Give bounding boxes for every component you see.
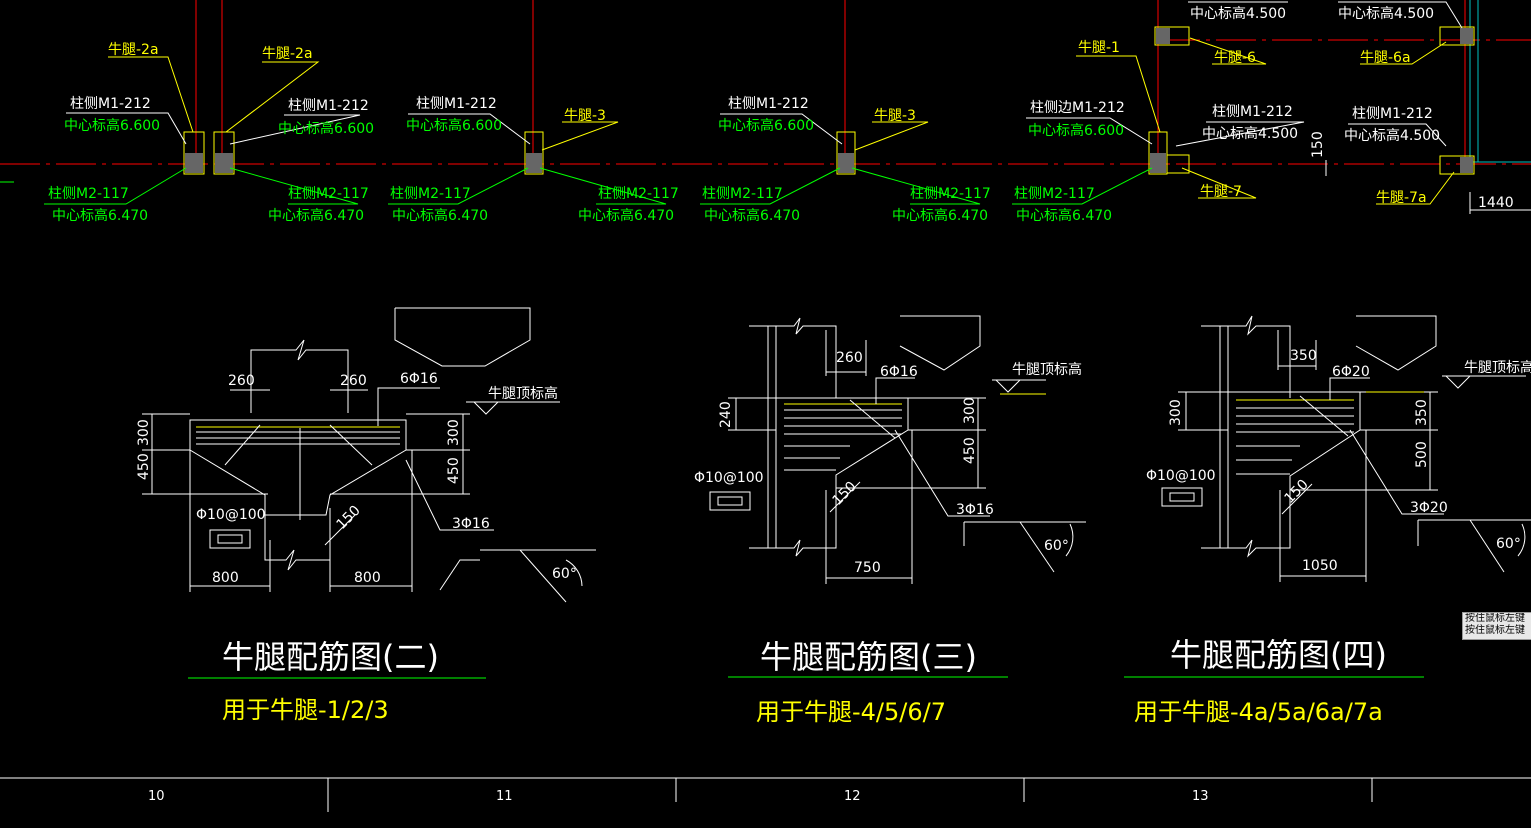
m2-note-7-line2: 中心标高6.470	[1016, 207, 1112, 224]
ruler-label-10: 10	[148, 789, 165, 804]
d4-angle: 60°	[1496, 536, 1521, 552]
m1-note-3-line2: 中心标高6.600	[406, 117, 502, 134]
m1-note-2-line2: 中心标高6.600	[278, 120, 374, 137]
d4-dim-150: 150	[1282, 477, 1312, 507]
plan-label-corbel-6: 牛腿-6	[1214, 50, 1256, 66]
d3-stirrup: Φ10@100	[694, 470, 764, 486]
d3-subtitle: 用于牛腿-4/5/6/7	[756, 698, 946, 726]
plan-label-elev-4500-a: 中心标高4.500	[1190, 5, 1286, 22]
d2-dim-450-right: 450	[446, 457, 462, 484]
m1-note-1-line2: 中心标高6.600	[64, 117, 160, 134]
ruler-label-13: 13	[1192, 789, 1209, 804]
plan-label-corbel-3-1: 牛腿-3	[564, 108, 606, 124]
d2-dim-800-left: 800	[212, 570, 239, 586]
m2-note-5-line2: 中心标高6.470	[704, 207, 800, 224]
plan-label-corbel-1: 牛腿-1	[1078, 40, 1120, 56]
m1-note-6-line2: 中心标高4.500	[1202, 125, 1298, 142]
plan-dim-1440: 1440	[1478, 195, 1514, 211]
m1-note-5-line1: 柱侧边M1-212	[1030, 100, 1125, 116]
m1-note-4-line2: 中心标高6.600	[718, 117, 814, 134]
d3-elev-label: 牛腿顶标高	[1012, 361, 1082, 378]
d4-dim-500: 500	[1414, 441, 1430, 468]
d3-bottom-bars: 3Φ16	[956, 502, 994, 518]
d4-dim-300: 300	[1168, 399, 1184, 426]
d3-dim-260: 260	[836, 350, 863, 366]
d2-dim-150: 150	[334, 503, 364, 533]
d3-dim-750: 750	[854, 560, 881, 576]
detail3-drawing	[709, 315, 1086, 584]
tooltip-line-1: 按住鼠标左键	[1465, 613, 1525, 624]
m1-note-2-line1: 柱侧M1-212	[288, 98, 369, 114]
plan-dim-150: 150	[1310, 131, 1326, 158]
d3-top-bars: 6Φ16	[880, 364, 918, 380]
d2-dim-800-right: 800	[354, 570, 381, 586]
m2-note-2-line1: 柱侧M2-117	[288, 186, 369, 202]
d2-title: 牛腿配筋图(二)	[222, 638, 439, 676]
d4-elev-label: 牛腿顶标高	[1464, 359, 1531, 376]
m2-note-6-line1: 柱侧M2-117	[910, 186, 991, 202]
d2-bottom-bars: 3Φ16	[452, 516, 490, 532]
d4-stirrup: Φ10@100	[1146, 468, 1216, 484]
d4-dim-1050: 1050	[1302, 558, 1338, 574]
d3-dim-450: 450	[962, 437, 978, 464]
plan-label-elev-4500-b: 中心标高4.500	[1338, 5, 1434, 22]
d2-subtitle: 用于牛腿-1/2/3	[222, 696, 389, 724]
m2-note-5-line1: 柱侧M2-117	[702, 186, 783, 202]
m1-note-4-line1: 柱侧M1-212	[728, 96, 809, 112]
m1-note-3-line1: 柱侧M1-212	[416, 96, 497, 112]
d3-dim-240: 240	[718, 401, 734, 428]
d3-dim-150: 150	[830, 479, 860, 509]
m2-note-6-line2: 中心标高6.470	[892, 207, 988, 224]
d2-dim-260-right: 260	[340, 373, 367, 389]
plan-label-corbel-2a-2: 牛腿-2a	[262, 46, 313, 62]
d4-subtitle: 用于牛腿-4a/5a/6a/7a	[1134, 698, 1383, 726]
ruler-label-12: 12	[844, 789, 861, 804]
m2-note-1-line2: 中心标高6.470	[52, 207, 148, 224]
d2-dim-450-left: 450	[136, 453, 152, 480]
m1-note-7-line1: 柱侧M1-212	[1352, 106, 1433, 122]
bottom-ruler	[0, 777, 1531, 812]
ruler-label-11: 11	[496, 789, 513, 804]
d2-dim-300-right: 300	[446, 419, 462, 446]
plan-label-corbel-3-2: 牛腿-3	[874, 108, 916, 124]
m2-note-4-line2: 中心标高6.470	[578, 207, 674, 224]
m2-note-3-line1: 柱侧M2-117	[390, 186, 471, 202]
m2-note-4-line1: 柱侧M2-117	[598, 186, 679, 202]
d4-top-bars: 6Φ20	[1332, 364, 1370, 380]
plan-label-corbel-7: 牛腿-7	[1200, 184, 1242, 200]
d3-angle: 60°	[1044, 538, 1069, 554]
d4-dim-350: 350	[1414, 399, 1430, 426]
cursor-tooltip: 按住鼠标左键 按住鼠标左键	[1462, 612, 1531, 640]
d4-dim-350-top: 350	[1290, 348, 1317, 364]
detail4-drawing	[1161, 315, 1531, 582]
plan-label-corbel-2a-1: 牛腿-2a	[108, 42, 159, 58]
m2-note-1-line1: 柱侧M2-117	[48, 186, 129, 202]
d2-stirrup: Φ10@100	[196, 507, 266, 523]
m1-note-5-line2: 中心标高6.600	[1028, 122, 1124, 139]
m1-note-1-line1: 柱侧M1-212	[70, 96, 151, 112]
m2-note-2-line2: 中心标高6.470	[268, 207, 364, 224]
plan-label-corbel-7a: 牛腿-7a	[1376, 190, 1427, 206]
d3-dim-300: 300	[962, 397, 978, 424]
m1-note-7-line2: 中心标高4.500	[1344, 127, 1440, 144]
d3-title: 牛腿配筋图(三)	[760, 638, 977, 676]
detail2-drawing	[142, 307, 596, 603]
d4-bottom-bars: 3Φ20	[1410, 500, 1448, 516]
m2-note-7-line1: 柱侧M2-117	[1014, 186, 1095, 202]
d2-dim-300-left: 300	[136, 419, 152, 446]
d2-dim-260-left: 260	[228, 373, 255, 389]
d2-angle: 60°	[552, 566, 577, 582]
tooltip-line-2: 按住鼠标左键	[1465, 625, 1525, 636]
d4-title: 牛腿配筋图(四)	[1170, 636, 1387, 674]
plan-label-corbel-6a: 牛腿-6a	[1360, 50, 1411, 66]
d2-elev-label: 牛腿顶标高	[488, 385, 558, 402]
d2-top-bars: 6Φ16	[400, 371, 438, 387]
m1-note-6-line1: 柱侧M1-212	[1212, 104, 1293, 120]
m2-note-3-line2: 中心标高6.470	[392, 207, 488, 224]
